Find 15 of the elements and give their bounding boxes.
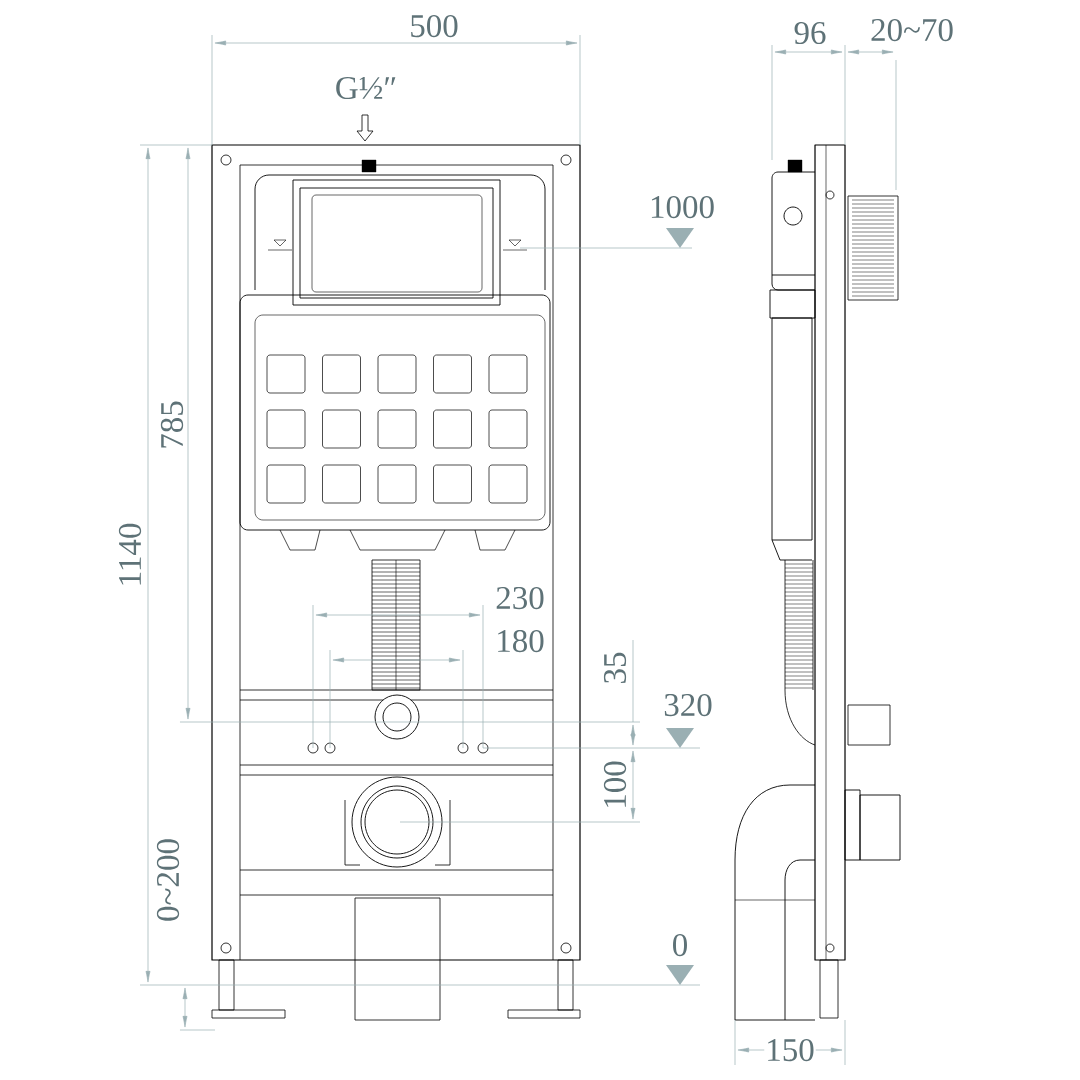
dimension-label: 0~200 — [155, 837, 181, 923]
dimension-label: 230 — [494, 585, 546, 611]
dimension-label: 500 — [408, 13, 460, 39]
dimension-label: 20~70 — [869, 17, 955, 43]
dimension-label: 100 — [602, 759, 628, 811]
dimension-label: 320 — [662, 692, 714, 718]
dimension-label: 0 — [670, 932, 690, 958]
dimension-label: 1140 — [117, 521, 143, 589]
dimension-label: G½″ — [333, 75, 399, 101]
dimension-label: 150 — [764, 1037, 816, 1063]
dimension-label: 1000 — [648, 194, 716, 220]
dimension-label: 180 — [494, 628, 546, 654]
dimension-label: 96 — [792, 20, 828, 46]
dimension-label: 785 — [159, 399, 185, 451]
dimension-label: 35 — [602, 650, 628, 686]
